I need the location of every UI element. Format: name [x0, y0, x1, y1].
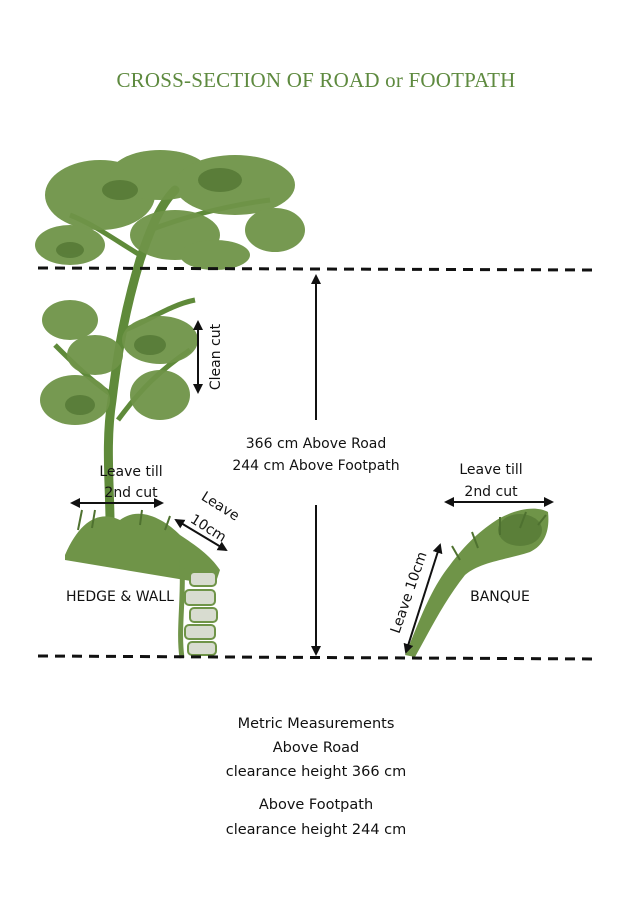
clean-cut-label: Clean cut: [208, 323, 224, 390]
caption-above-footpath: Above Footpath: [258, 797, 374, 813]
hedge-wall-label: HEDGE & WALL: [66, 589, 174, 605]
height-footpath-label: 244 cm Above Footpath: [232, 458, 399, 474]
ground-line: [37, 654, 597, 661]
caption-footpath-clearance: clearance height 244 cm: [225, 822, 407, 838]
right-leave-till-label: Leave till: [459, 462, 522, 478]
left-leave-till-label: Leave till: [99, 464, 162, 480]
tree-illustration: [35, 150, 305, 565]
left-second-cut-label: 2nd cut: [104, 485, 158, 501]
leave-10cm-left-arrow: [174, 518, 228, 552]
caption-metric-measurements: Metric Measurements: [237, 716, 395, 732]
caption-road-clearance: clearance height 366 cm: [225, 764, 407, 780]
height-road-label: 366 cm Above Road: [246, 436, 386, 452]
diagram-title: CROSS-SECTION OF ROAD or FOOTPATH: [116, 68, 516, 92]
banque-label: BANQUE: [470, 589, 530, 605]
upper-clearance-line: [37, 266, 597, 272]
right-second-cut-label: 2nd cut: [464, 484, 518, 500]
hedge-wall-illustration: [65, 509, 220, 659]
caption-above-road: Above Road: [272, 740, 360, 756]
banque-hedge-illustration: [405, 508, 549, 657]
leave-10cm-right-arrow: [403, 543, 443, 654]
